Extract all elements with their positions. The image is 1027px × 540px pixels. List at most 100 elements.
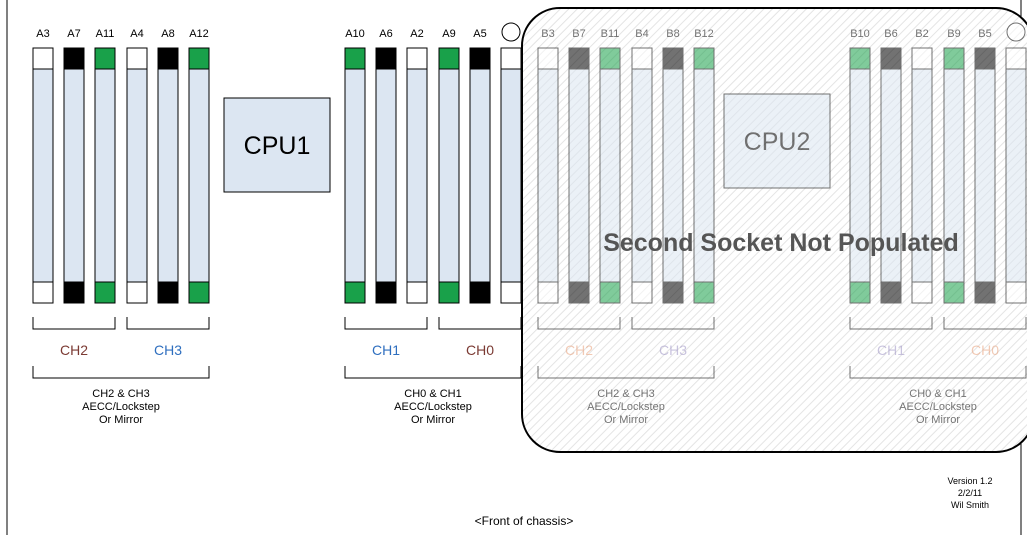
slot-body: [63, 47, 85, 304]
slot-body: [438, 47, 460, 304]
slot-body: [126, 47, 148, 304]
group-caption-line: CH2 & CH3: [597, 388, 654, 400]
slot-body: [157, 47, 179, 304]
spare-slot-circle-icon: [501, 22, 521, 42]
slot-bottom-clip: [157, 281, 179, 304]
slot-label: B3: [541, 28, 554, 40]
slot-label: B2: [915, 28, 928, 40]
slot-top-clip: [406, 47, 428, 70]
slot-label: B7: [572, 28, 585, 40]
slot-body: [662, 47, 684, 304]
channel-bracket: [126, 317, 210, 330]
channel-bracket: [631, 317, 715, 330]
channel-label-ch1: CH1: [877, 342, 905, 358]
dimm-slot-b7: B7: [568, 28, 590, 304]
group-bracket: [537, 366, 715, 379]
group-caption-line: CH2 & CH3: [92, 388, 149, 400]
slot-body: [500, 47, 522, 304]
dimm-slot-b10: B10: [849, 28, 871, 304]
channel-bracket: [943, 317, 1027, 330]
slot-top-clip: [32, 47, 54, 70]
dimm-slot-a7: A7: [63, 28, 85, 304]
slot-body: [94, 47, 116, 304]
dimm-slot-a3: A3: [32, 28, 54, 304]
version-date: 2/2/11: [958, 488, 982, 498]
slot-label: A8: [161, 28, 174, 40]
slot-bottom-clip: [375, 281, 397, 304]
group-bracket: [849, 366, 1027, 379]
spare-slot-circle-icon: [1006, 22, 1026, 42]
dimm-slot-a5: A5: [469, 28, 491, 304]
front-of-chassis-label: <Front of chassis>: [475, 514, 574, 528]
slot-body: [406, 47, 428, 304]
dimm-slot-a8: A8: [157, 28, 179, 304]
group-caption-line: CH0 & CH1: [909, 388, 966, 400]
slot-top-clip: [63, 47, 85, 70]
group-bracket: [344, 366, 522, 379]
version-author: Wil Smith: [951, 500, 989, 510]
slot-bottom-clip: [631, 281, 653, 304]
slot-top-clip: [126, 47, 148, 70]
slot-top-clip: [631, 47, 653, 70]
slot-top-clip: [188, 47, 210, 70]
slot-label: A7: [67, 28, 80, 40]
slot-top-clip: [94, 47, 116, 70]
cpu1-chip: [223, 97, 331, 193]
dimm-slot-a9: A9: [438, 28, 460, 304]
socket2-outline: [521, 7, 1027, 453]
slot-label: B10: [850, 28, 870, 40]
group-caption-line: Or Mirror: [411, 414, 455, 426]
slot-top-clip: [157, 47, 179, 70]
slot-bottom-clip: [1005, 281, 1027, 304]
channel-label-ch0: CH0: [971, 342, 999, 358]
slot-body: [943, 47, 965, 304]
slot-bottom-clip: [537, 281, 559, 304]
group-caption-line: AECC/Lockstep: [587, 401, 665, 413]
slot-body: [344, 47, 366, 304]
slot-label: A2: [410, 28, 423, 40]
slot-top-clip: [911, 47, 933, 70]
channel-label-ch0: CH0: [466, 342, 494, 358]
slot-top-clip: [375, 47, 397, 70]
slot-bottom-clip: [693, 281, 715, 304]
slot-top-clip: [438, 47, 460, 70]
slot-bottom-clip: [943, 281, 965, 304]
slot-bottom-clip: [63, 281, 85, 304]
slot-body: [1005, 47, 1027, 304]
slot-bottom-clip: [188, 281, 210, 304]
slot-top-clip: [693, 47, 715, 70]
slot-bottom-clip: [911, 281, 933, 304]
slot-bottom-clip: [469, 281, 491, 304]
slot-body: [188, 47, 210, 304]
slot-body: [693, 47, 715, 304]
cpu1-label: CPU1: [244, 132, 311, 160]
slot-label: B6: [884, 28, 897, 40]
slot-top-clip: [500, 47, 522, 70]
dimm-slot-a4: A4: [126, 28, 148, 304]
dimm-slot-a2: A2: [406, 28, 428, 304]
channel-bracket: [537, 317, 621, 330]
slot-bottom-clip: [94, 281, 116, 304]
dimm-slot-b12: B12: [693, 28, 715, 304]
slot-body: [469, 47, 491, 304]
group-caption-line: Or Mirror: [916, 414, 960, 426]
channel-label-ch3: CH3: [154, 342, 182, 358]
dimm-slot-a12: A12: [188, 28, 210, 304]
slot-label: A3: [36, 28, 49, 40]
dimm-slot-b2: B2: [911, 28, 933, 304]
slot-label: A11: [96, 28, 115, 40]
second-socket-label: Second Socket Not Populated: [603, 229, 959, 257]
slot-top-clip: [849, 47, 871, 70]
slot-label: A4: [130, 28, 143, 40]
slot-bottom-clip: [32, 281, 54, 304]
dimm-slot-a10: A10: [344, 28, 366, 304]
group-caption-line: Or Mirror: [604, 414, 648, 426]
slot-label: B8: [666, 28, 679, 40]
cpu2-chip: [723, 93, 831, 189]
channel-label-ch1: CH1: [372, 342, 400, 358]
slot-body: [880, 47, 902, 304]
slot-label: A12: [189, 28, 209, 40]
slot-bottom-clip: [662, 281, 684, 304]
